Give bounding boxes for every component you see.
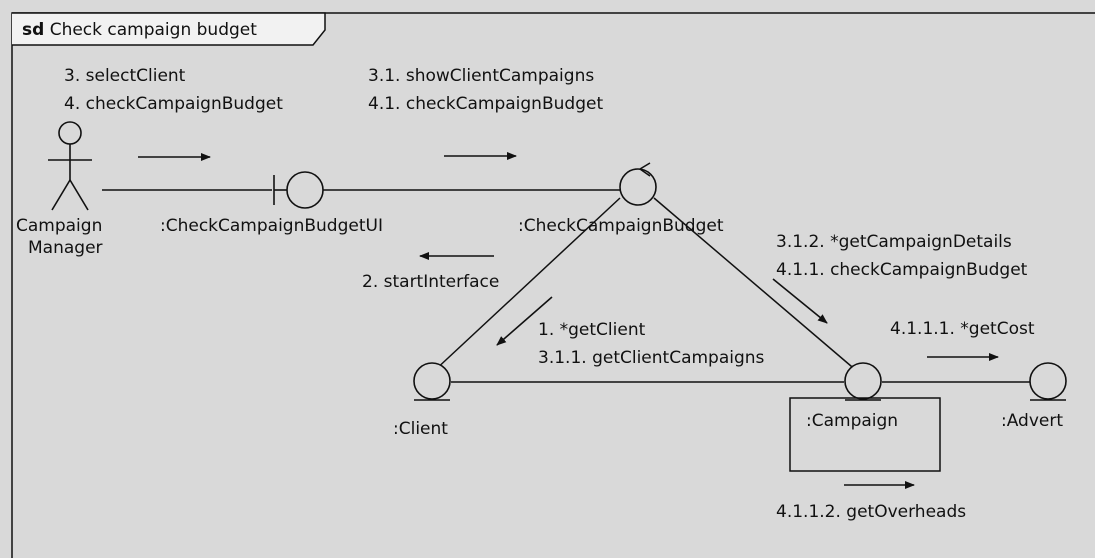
msg-get-campaign-details: 3.1.2. *getCampaignDetails	[776, 232, 1012, 252]
actor-name-line1: Campaign	[16, 216, 103, 236]
frame-name: Check campaign budget	[49, 20, 257, 40]
msg-check-budget-campaign: 4.1.1. checkCampaignBudget	[776, 260, 1028, 280]
msg-get-client-campaigns: 3.1.1. getClientCampaigns	[538, 348, 765, 368]
msg-check-budget-actor: 4. checkCampaignBudget	[64, 94, 283, 114]
control-icon	[619, 162, 657, 206]
frame-title: sd Check campaign budget	[22, 20, 257, 40]
campaign-self-link	[789, 397, 941, 472]
msg-start-interface: 2. startInterface	[362, 272, 500, 292]
msg-get-client: 1. *getClient	[538, 320, 646, 340]
advert-object-label: :Advert	[1001, 411, 1064, 431]
campaign-object-label: :Campaign	[806, 411, 899, 431]
links	[102, 189, 1030, 383]
link-control-campaign	[653, 197, 859, 373]
msg-get-cost: 4.1.1.1. *getCost	[890, 319, 1035, 339]
boundary-object-label: :CheckCampaignBudgetUI	[160, 216, 383, 236]
msg-check-budget-ui: 4.1. checkCampaignBudget	[368, 94, 604, 114]
msg-show-client-campaigns: 3.1. showClientCampaigns	[368, 66, 595, 86]
frame-tab	[12, 12, 326, 46]
sd-frame	[11, 12, 1095, 558]
frame-keyword: sd	[22, 20, 45, 40]
actor-icon	[48, 121, 92, 211]
link-control-client	[432, 197, 621, 373]
campaign-entity-icon	[844, 362, 882, 401]
arrow-control-campaign	[772, 278, 828, 324]
control-object-label: :CheckCampaignBudget	[518, 216, 724, 236]
message-arrows	[138, 152, 999, 489]
boundary-icon	[273, 171, 324, 209]
client-object-label: :Client	[393, 419, 448, 439]
msg-select-client: 3. selectClient	[64, 66, 186, 86]
client-entity-icon	[413, 362, 451, 401]
actor-name-line2: Manager	[28, 238, 103, 258]
msg-get-overheads: 4.1.1.2. getOverheads	[776, 502, 967, 522]
advert-entity-icon	[1029, 362, 1067, 401]
arrow-control-client	[496, 296, 553, 346]
